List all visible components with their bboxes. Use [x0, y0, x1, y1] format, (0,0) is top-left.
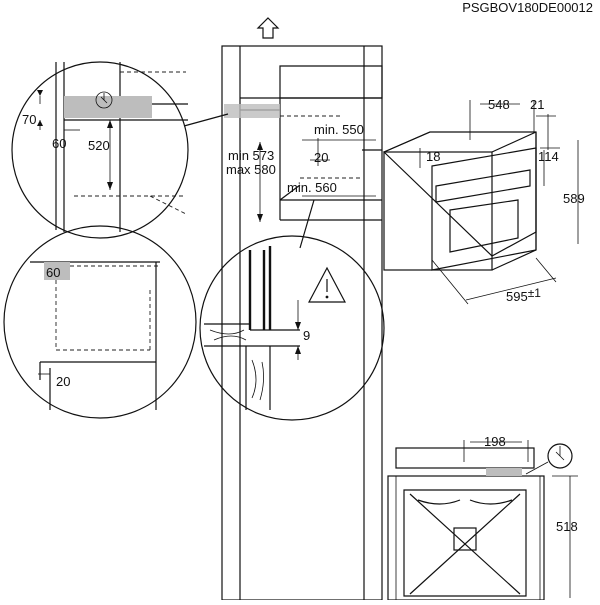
drawing-code: PSGBOV180DE00012 [462, 0, 593, 15]
label-520: 520 [88, 138, 110, 153]
label-9: 9 [303, 328, 310, 343]
power-symbol-icon [95, 91, 113, 109]
label-595: 595±1 [506, 286, 541, 304]
label-min-560: min. 560 [287, 180, 337, 195]
oven-drawing [382, 100, 579, 305]
label-114: 114 [538, 149, 559, 164]
warning-triangle-icon [308, 266, 346, 303]
power-symbol-icon [547, 443, 573, 469]
label-548: 548 [488, 97, 510, 112]
label-20-mid: 20 [314, 150, 328, 165]
label-min-573: min 573 [228, 148, 274, 163]
label-589: 589 [563, 191, 585, 206]
label-70: 70 [22, 112, 36, 127]
label-60-box: 60 [46, 265, 60, 280]
label-min-550: min. 550 [314, 122, 364, 137]
label-max-580: max 580 [226, 162, 276, 177]
detail-circle-center [199, 235, 385, 421]
label-518: 518 [556, 519, 578, 534]
label-18: 18 [426, 149, 440, 164]
label-21: 21 [530, 97, 544, 112]
up-arrow-icon [256, 17, 280, 39]
detail-circle-bottom-left [3, 225, 197, 419]
detail-circle-top-left [11, 61, 229, 239]
label-595-value: 595 [506, 289, 528, 304]
oven-top-view [387, 440, 578, 601]
cabinet-drawing [221, 17, 383, 601]
label-20-bottom: 20 [56, 374, 70, 389]
label-198: 198 [484, 434, 506, 449]
label-595-tolerance: ±1 [528, 286, 542, 300]
label-60-left: 60 [52, 136, 66, 151]
